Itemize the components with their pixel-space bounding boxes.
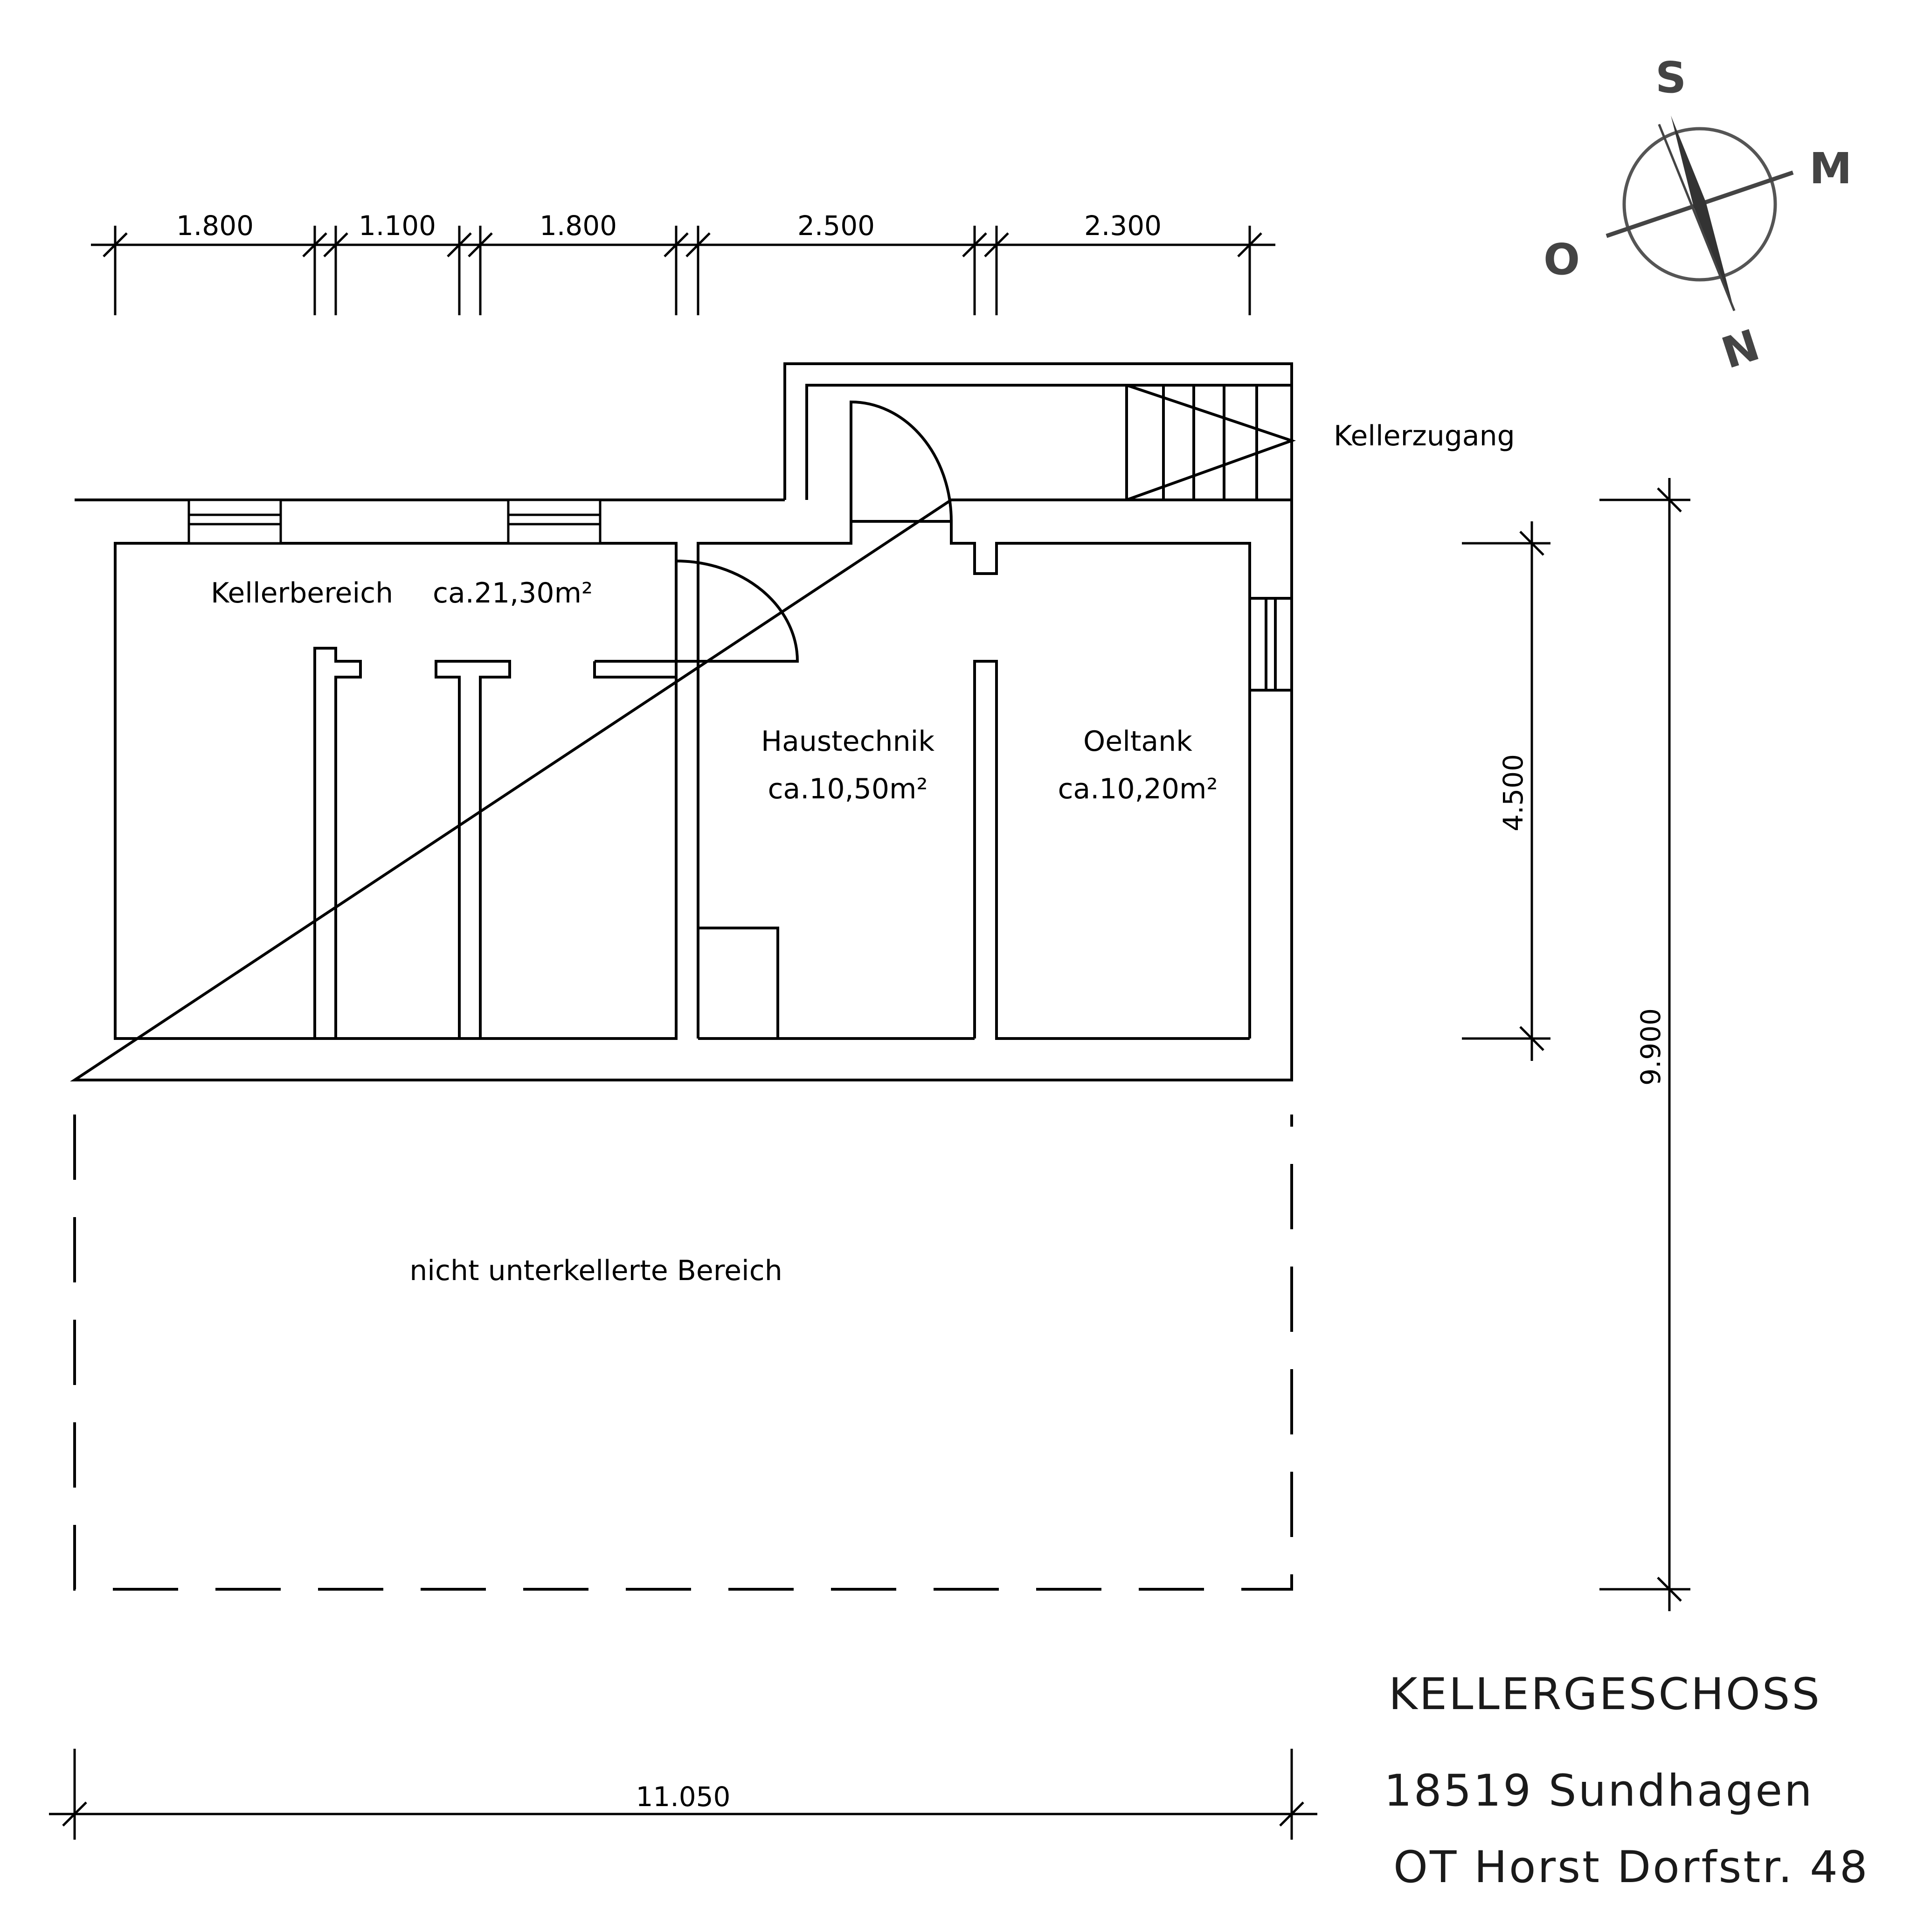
compass-needle-north bbox=[1671, 115, 1735, 311]
dim-right-total: 9.900 bbox=[1635, 1008, 1667, 1086]
dim-top-4: 2.500 bbox=[797, 210, 875, 242]
compass-east: M bbox=[1809, 144, 1852, 194]
door-stairwell bbox=[850, 400, 953, 522]
address-line-2: OT Horst Dorfstr. 48 bbox=[1393, 1842, 1869, 1893]
boiler-niche bbox=[698, 927, 779, 1039]
stair-direction-arrow bbox=[1126, 384, 1296, 501]
room-name-haustechnik: Haustechnik bbox=[761, 725, 934, 758]
dim-bottom-total: 11.050 bbox=[636, 1781, 731, 1813]
label-not-basement: nicht unterkellerte Bereich bbox=[409, 1254, 782, 1287]
compass-rose: S M O N bbox=[1543, 53, 1852, 379]
compass-circle bbox=[1622, 127, 1777, 282]
room-name-oeltank: Oeltank bbox=[1083, 725, 1192, 758]
partition-wall bbox=[973, 660, 1250, 1040]
room-labels: Kellerbereich ca.21,30m² Haustechnik ca.… bbox=[211, 420, 1515, 1287]
door-haustechnik bbox=[675, 560, 799, 663]
address-line-1: 18519 Sundhagen bbox=[1384, 1766, 1814, 1816]
dimension-lines bbox=[49, 226, 1690, 1840]
window-right bbox=[1250, 597, 1292, 692]
dim-top-3: 1.800 bbox=[540, 210, 617, 242]
room-area-oeltank: ca.10,20m² bbox=[1058, 773, 1218, 805]
doors bbox=[675, 400, 953, 663]
stub-wall-1 bbox=[313, 647, 362, 1039]
dimension-labels: 1.800 1.100 1.800 2.500 2.300 11.050 4.5… bbox=[176, 210, 1667, 1813]
dim-top-2: 1.100 bbox=[359, 210, 436, 242]
room-kellerbereich-outline bbox=[114, 542, 678, 1040]
dim-top-5: 2.300 bbox=[1084, 210, 1162, 242]
dim-right-inner: 4.500 bbox=[1497, 754, 1529, 831]
room-area-kellerbereich: ca.21,30m² bbox=[433, 577, 593, 609]
dim-top-1: 1.800 bbox=[176, 210, 254, 242]
windows-top bbox=[187, 499, 602, 545]
window-1 bbox=[187, 499, 282, 545]
window-2 bbox=[507, 499, 602, 545]
label-kellerzugang: Kellerzugang bbox=[1334, 420, 1515, 452]
title-block: KELLERGESCHOSS 18519 Sundhagen OT Horst … bbox=[1384, 1669, 1869, 1893]
stairs bbox=[1125, 384, 1296, 501]
compass-south: S bbox=[1655, 53, 1686, 103]
drawing-title: KELLERGESCHOSS bbox=[1389, 1669, 1821, 1720]
not-basement-area bbox=[73, 1115, 1293, 1591]
compass-west: O bbox=[1543, 235, 1580, 284]
room-name-kellerbereich: Kellerbereich bbox=[211, 577, 393, 609]
stub-wall-2 bbox=[435, 660, 511, 1039]
stub-wall-3 bbox=[593, 660, 676, 679]
room-haustechnik-outline bbox=[697, 520, 1251, 1040]
room-area-haustechnik: ca.10,50m² bbox=[768, 773, 927, 805]
